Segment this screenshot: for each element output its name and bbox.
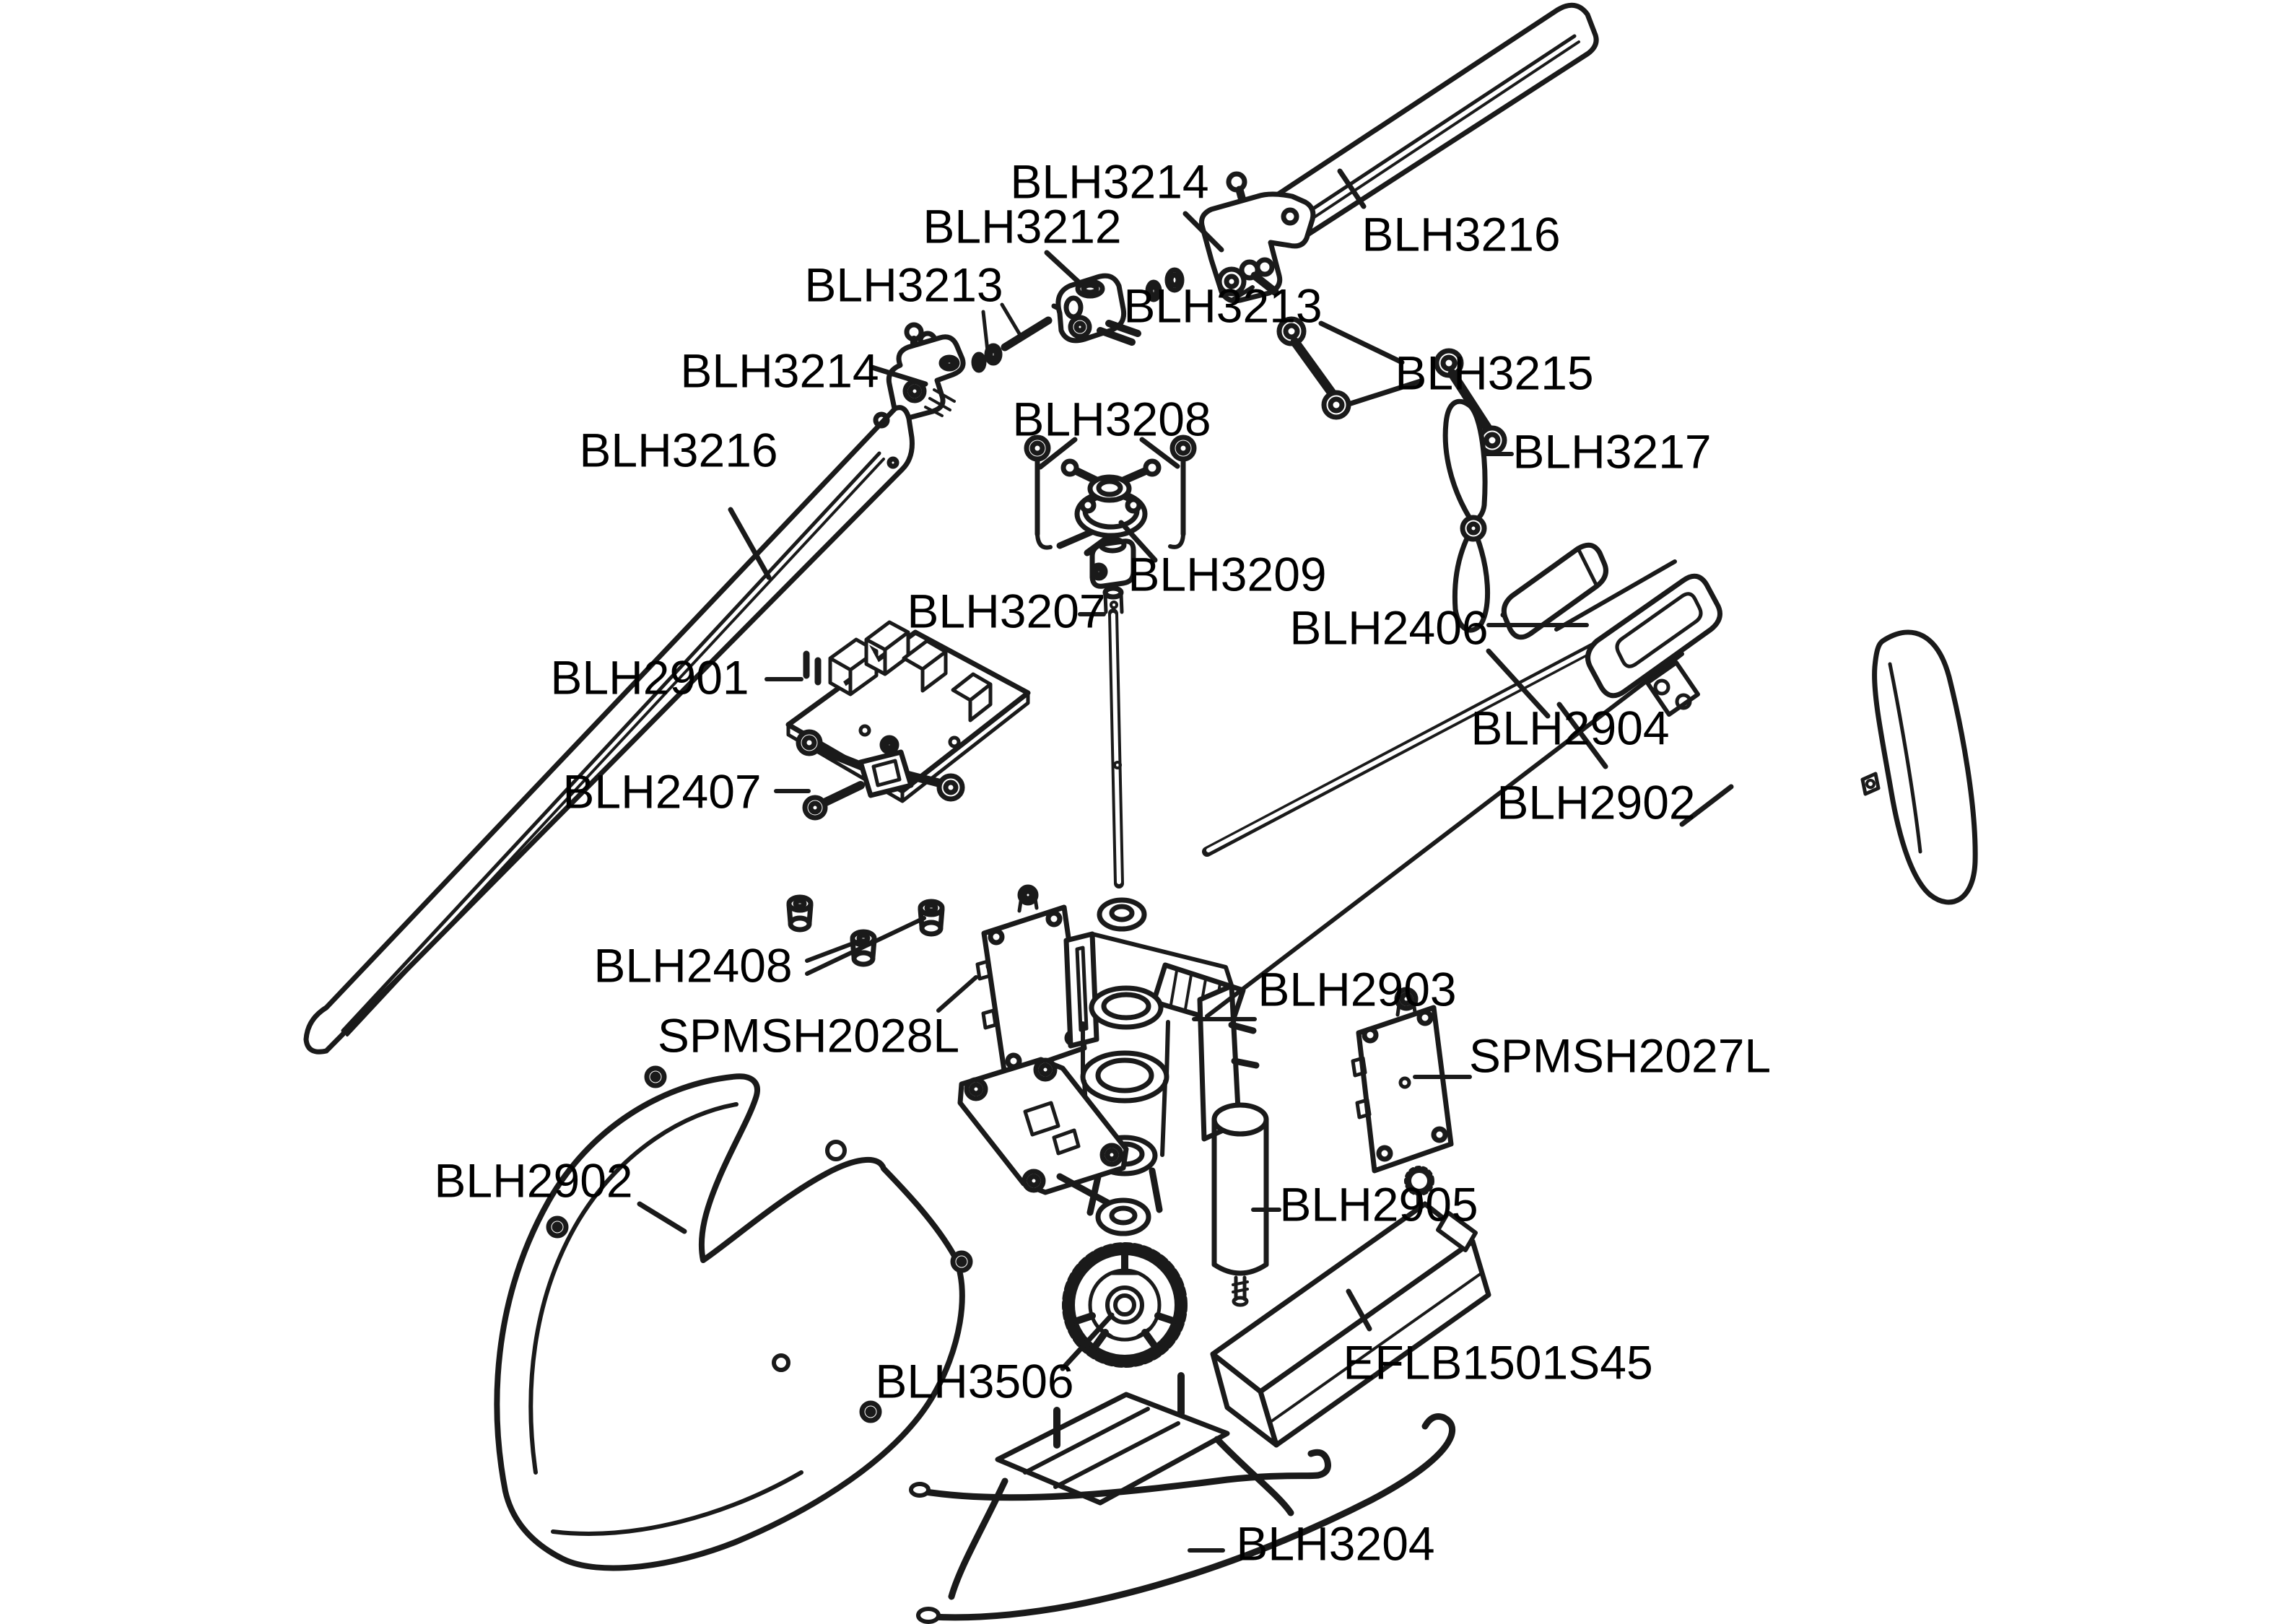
damper-1	[786, 894, 814, 933]
damper-3	[918, 899, 945, 937]
label-blh3213-mid: BLH3213	[1123, 279, 1323, 333]
linkage-set	[1276, 316, 1507, 455]
label-blh2904: BLH2904	[1471, 701, 1670, 755]
grommet	[644, 1065, 667, 1088]
label-blh3217: BLH3217	[1512, 424, 1712, 479]
tail-boom	[1202, 620, 1641, 857]
label-blh3212: BLH3212	[923, 199, 1122, 253]
main-gear	[1060, 1242, 1188, 1371]
lower-bearing	[1095, 1197, 1151, 1236]
main-frame	[957, 897, 1260, 1216]
main-rotor-hub	[1044, 250, 1141, 346]
control-board	[764, 620, 1031, 803]
label-blh3215: BLH3215	[1395, 346, 1594, 400]
label-blh2407: BLH2407	[562, 764, 762, 818]
label-blh2902-right: BLH2902	[1497, 775, 1696, 829]
grommet	[859, 1400, 882, 1423]
label-blh2903: BLH2903	[1258, 962, 1457, 1016]
label-blh2408: BLH2408	[593, 938, 793, 992]
servo-right	[1351, 987, 1472, 1208]
label-blh3214-top: BLH3214	[1010, 154, 1209, 209]
swashplate	[1024, 435, 1197, 556]
label-blh2902-left: BLH2902	[434, 1153, 633, 1208]
label-spmsh2028l: SPMSH2028L	[657, 1008, 960, 1062]
label-blh3208: BLH3208	[1012, 392, 1211, 446]
label-blh2905: BLH2905	[1279, 1177, 1478, 1231]
label-blh3506: BLH3506	[875, 1354, 1074, 1408]
landing-skid	[909, 1372, 1456, 1624]
label-blh2406: BLH2406	[1289, 601, 1489, 655]
label-blh3209: BLH3209	[1128, 547, 1327, 601]
damper-grommets	[786, 894, 1011, 976]
tail-fin	[1679, 629, 1978, 905]
label-blh3207: BLH3207	[907, 584, 1106, 638]
tail-rotor-blade	[1442, 398, 1514, 633]
label-blh3216-left: BLH3216	[579, 423, 778, 477]
blade-grip-top	[1182, 171, 1316, 304]
label-blh3213-left: BLH3213	[804, 258, 1003, 312]
label-eflb1501s45: EFLB1501S45	[1343, 1335, 1653, 1389]
blade-grip-left	[869, 302, 1053, 421]
grommet	[546, 1215, 569, 1239]
label-blh3216-right: BLH3216	[1362, 207, 1561, 261]
label-blh3214-left: BLH3214	[680, 344, 879, 398]
main-shaft	[1078, 585, 1124, 889]
canopy-grommets	[546, 1065, 973, 1423]
canopy	[494, 1073, 965, 1571]
anti-rotation-bracket	[774, 729, 965, 821]
main-motor	[1211, 1102, 1281, 1307]
label-blh2901: BLH2901	[550, 650, 749, 704]
label-blh3204: BLH3204	[1236, 1516, 1435, 1571]
hub-washers-and-screws	[1145, 259, 1279, 302]
tail-pushrod	[1205, 652, 1684, 1018]
label-spmsh2027l: SPMSH2027L	[1468, 1029, 1772, 1083]
tail-motor-and-mount	[1486, 542, 1722, 717]
main-rotor-blade-left	[303, 405, 915, 1055]
grommet	[950, 1250, 973, 1273]
battery	[1210, 1201, 1491, 1448]
main-rotor-blade-right	[1263, 2, 1599, 243]
swash-collar	[1089, 520, 1158, 589]
